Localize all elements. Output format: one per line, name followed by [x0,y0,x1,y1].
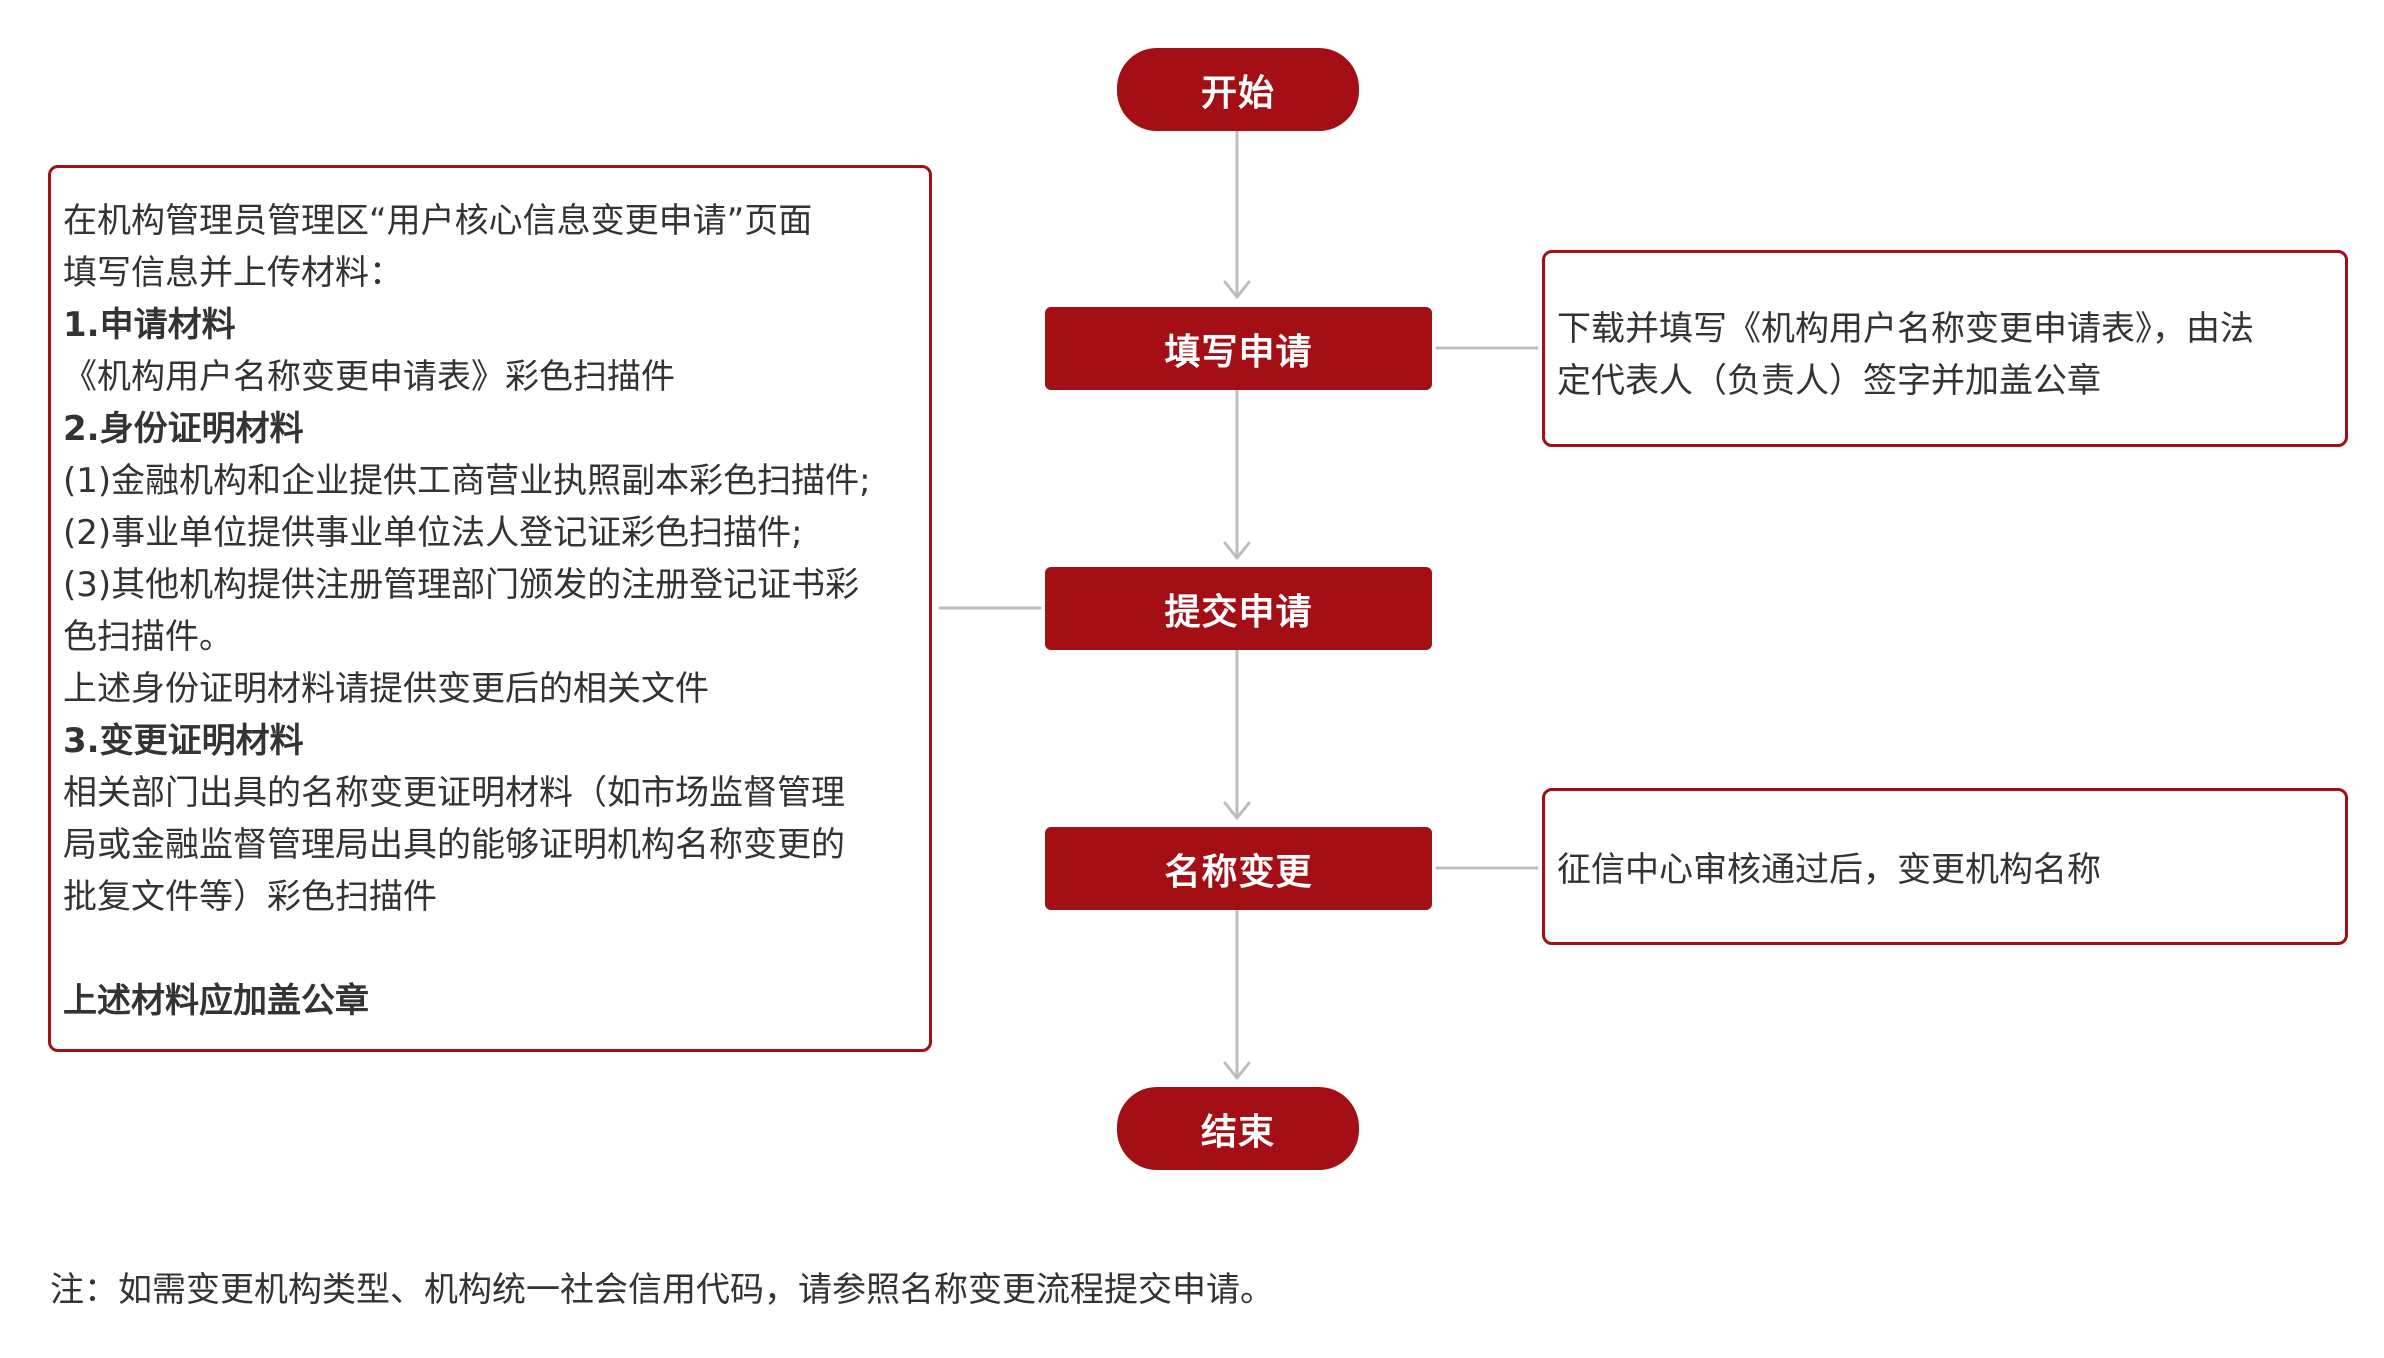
section1-line1: 《机构用户名称变更申请表》彩色扫描件 [63,357,675,397]
change-note-panel: 征信中心审核通过后，变更机构名称 [1542,788,2348,945]
start-node: 开始 [1117,48,1359,131]
start-label: 开始 [1200,72,1275,114]
materials-intro-line1: 在机构管理员管理区“用户核心信息变更申请”页面 [63,201,813,241]
section3-line2: 局或金融监督管理局出具的能够证明机构名称变更的 [63,825,845,865]
section2-line5: 上述身份证明材料请提供变更后的相关文件 [63,669,709,709]
fill-application-node: 填写申请 [1045,307,1432,390]
fill-note-line2: 定代表人（负责人）签字并加盖公章 [1557,361,2101,401]
materials-closing: 上述材料应加盖公章 [63,981,369,1021]
section3-line3: 批复文件等）彩色扫描件 [63,877,437,917]
change-note-line1: 征信中心审核通过后，变更机构名称 [1557,850,2101,890]
arrowhead-change [1223,801,1251,820]
materials-intro-line2: 填写信息并上传材料： [63,253,403,293]
section2-line3: (3)其他机构提供注册管理部门颁发的注册登记证书彩 [63,565,860,605]
name-change-node: 名称变更 [1045,827,1432,910]
section2-title: 2.身份证明材料 [63,409,304,449]
fill-note-panel: 下载并填写《机构用户名称变更申请表》，由法 定代表人（负责人）签字并加盖公章 [1542,250,2348,447]
fill-note-line1: 下载并填写《机构用户名称变更申请表》，由法 [1557,309,2254,349]
submit-application-node: 提交申请 [1045,567,1432,650]
materials-panel: 在机构管理员管理区“用户核心信息变更申请”页面 填写信息并上传材料： 1.申请材… [48,165,932,1052]
name-change-label: 名称变更 [1164,851,1313,893]
footnote: 注：如需变更机构类型、机构统一社会信用代码，请参照名称变更流程提交申请。 [50,1270,1274,1310]
arrowhead-end [1223,1061,1251,1080]
submit-application-label: 提交申请 [1164,591,1313,633]
arrowhead-fill [1223,280,1251,299]
arrowhead-submit [1223,541,1251,560]
fill-application-label: 填写申请 [1164,331,1313,373]
end-label: 结束 [1200,1111,1275,1153]
end-node: 结束 [1117,1087,1359,1170]
section2-line2: (2)事业单位提供事业单位法人登记证彩色扫描件; [63,513,803,553]
section2-line4: 色扫描件。 [63,617,233,657]
section1-title: 1.申请材料 [63,305,236,345]
section3-title: 3.变更证明材料 [63,721,304,761]
section3-line1: 相关部门出具的名称变更证明材料（如市场监督管理 [63,773,845,813]
panel-spacer [63,923,929,975]
section2-line1: (1)金融机构和企业提供工商营业执照副本彩色扫描件; [63,461,871,501]
